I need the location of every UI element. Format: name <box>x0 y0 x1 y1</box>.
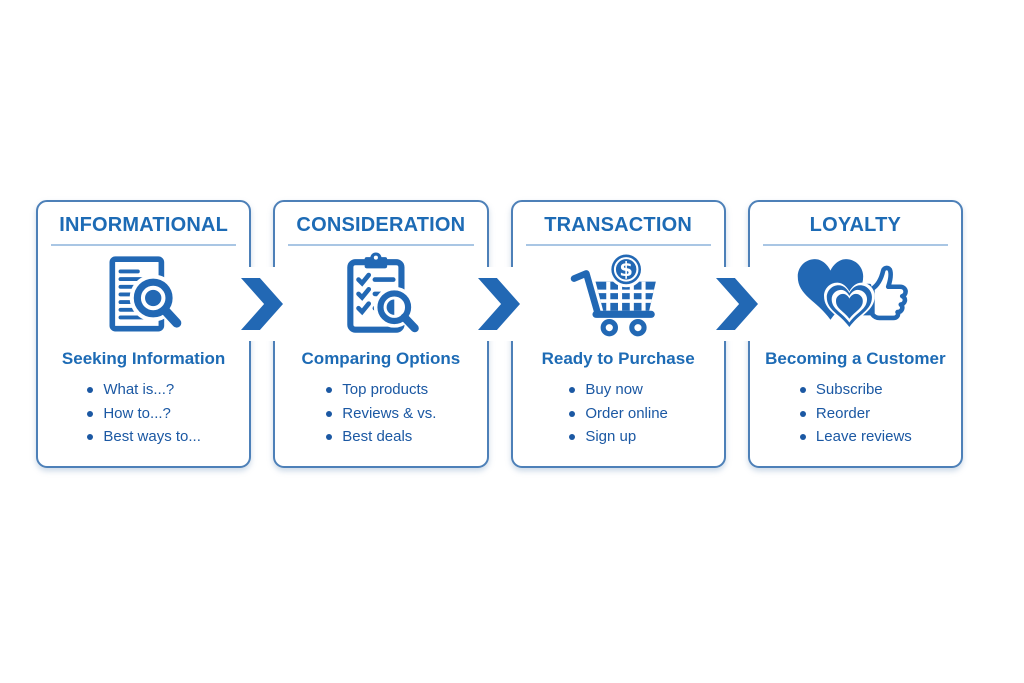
arrow-transaction-to-loyalty <box>708 267 766 341</box>
stage-title: TRANSACTION <box>544 214 692 236</box>
stage-subtitle: Ready to Purchase <box>541 349 695 368</box>
stage-bullet-list: What is...? How to...? Best ways to... <box>86 378 201 449</box>
bullet-item: What is...? <box>86 378 201 402</box>
stage-subtitle: Becoming a Customer <box>765 349 946 368</box>
bullet-item: Sign up <box>568 425 668 449</box>
bullet-item: Order online <box>568 402 668 426</box>
stage-card-loyalty: LOYALTY Becoming a Customer Subscribe Re… <box>747 200 963 468</box>
bullet-item: Best ways to... <box>86 425 201 449</box>
stage-card-transaction: TRANSACTION <box>510 200 726 468</box>
bullet-item: How to...? <box>86 402 201 426</box>
stage-bullet-list: Subscribe Reorder Leave reviews <box>799 378 912 449</box>
title-underline <box>525 244 711 246</box>
hearts-thumbs-up-icon <box>750 248 961 348</box>
bullet-item: Best deals <box>325 425 436 449</box>
chevron-right-icon <box>716 278 758 330</box>
svg-text:$: $ <box>620 258 634 281</box>
shopping-cart-dollar-icon: $ <box>513 248 724 348</box>
bullet-item: Buy now <box>568 378 668 402</box>
chevron-right-icon <box>478 278 520 330</box>
stage-title: CONSIDERATION <box>296 214 466 236</box>
stage-subtitle: Comparing Options <box>301 349 461 368</box>
clipboard-checklist-search-icon <box>275 248 486 348</box>
chevron-right-icon <box>241 278 283 330</box>
title-underline <box>51 244 237 246</box>
stage-title: LOYALTY <box>809 214 902 236</box>
stage-card-consideration: CONSIDERATION <box>273 200 489 468</box>
title-underline <box>762 244 948 246</box>
title-underline <box>288 244 474 246</box>
stage-bullet-list: Top products Reviews & vs. Best deals <box>325 378 436 449</box>
stage-title: INFORMATIONAL <box>59 214 229 236</box>
stage-bullet-list: Buy now Order online Sign up <box>568 378 668 449</box>
stage-subtitle: Seeking Information <box>61 349 226 368</box>
customer-journey-row: INFORMATIONAL Seeking Infor <box>36 200 963 468</box>
stage-card-informational: INFORMATIONAL Seeking Infor <box>36 200 252 468</box>
arrow-consideration-to-transaction <box>470 267 528 341</box>
arrow-informational-to-consideration <box>233 267 291 341</box>
bullet-item: Reviews & vs. <box>325 402 436 426</box>
document-search-icon <box>38 248 249 348</box>
bullet-item: Top products <box>325 378 436 402</box>
bullet-item: Subscribe <box>799 378 912 402</box>
bullet-item: Leave reviews <box>799 425 912 449</box>
bullet-item: Reorder <box>799 402 912 426</box>
